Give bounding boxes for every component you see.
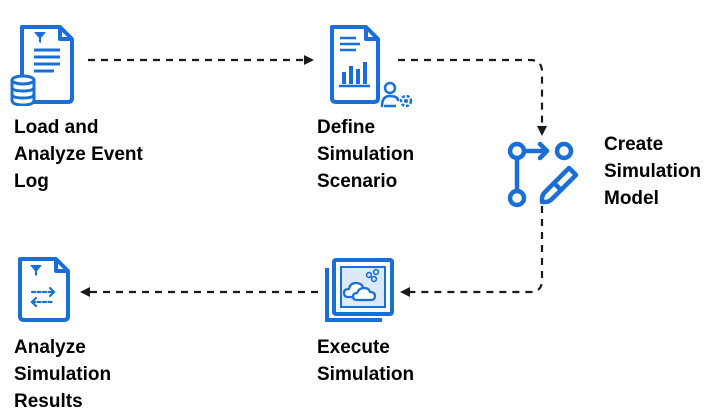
document-filter-arrows-icon: [18, 257, 70, 322]
step-label-analyze: Analyze Simulation Results: [14, 337, 112, 412]
git-branch-edit-icon: [507, 141, 579, 208]
step-label-load: Load and Analyze Event Log: [14, 117, 143, 192]
cloud-window-icon: [325, 258, 394, 322]
step-label-define: Define Simulation Scenario: [317, 117, 415, 192]
document-chart-settings-icon: [330, 25, 413, 108]
step-label-execute: Execute Simulation: [317, 337, 415, 385]
arrow-define-to-create: [398, 58, 547, 136]
arrow-create-to-execute: [400, 206, 544, 297]
document-database-icon: [10, 25, 74, 106]
step-label-create: Create Simulation Model: [604, 134, 702, 209]
